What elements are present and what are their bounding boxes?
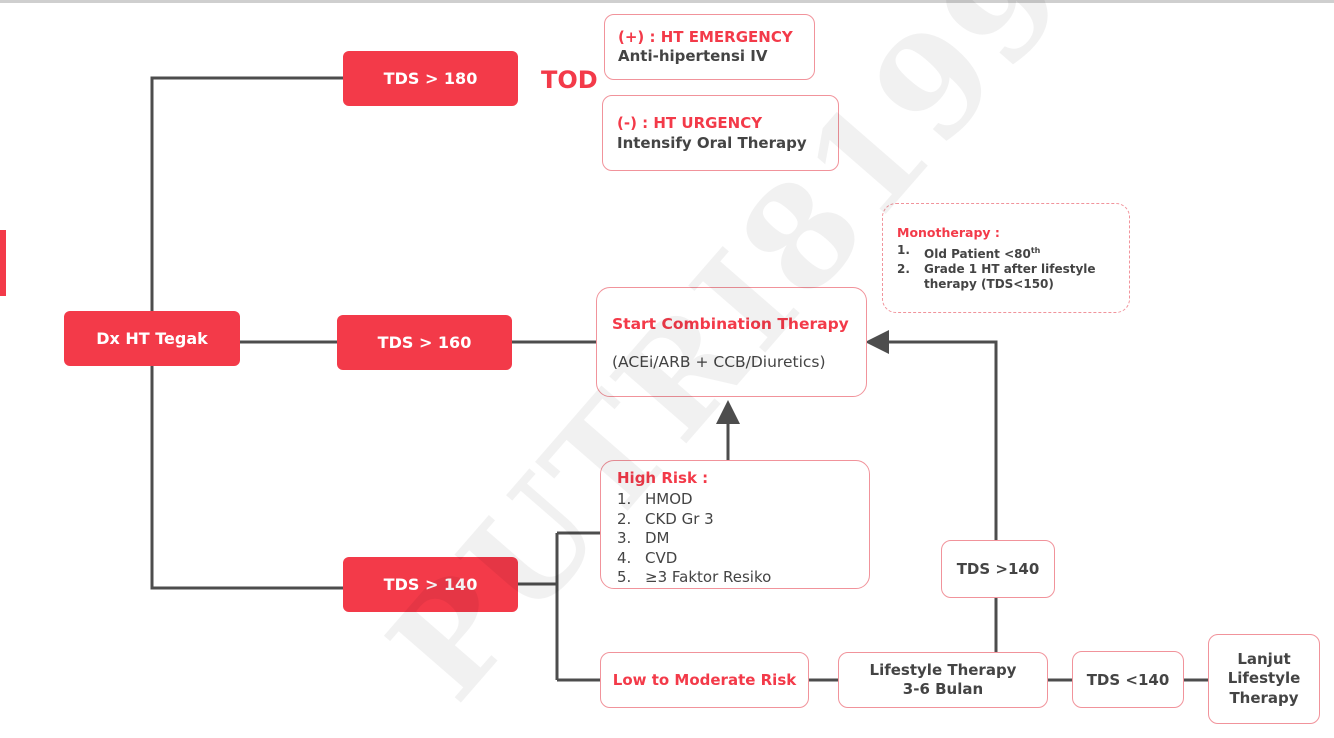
lifestyle-therapy-line1: Lifestyle Therapy: [869, 661, 1017, 679]
monotherapy-item: 2. Grade 1 HT after lifestyle therapy (T…: [897, 262, 1096, 291]
tod-label: TOD: [541, 66, 598, 94]
high-risk-title: High Risk :: [617, 469, 709, 487]
high-risk-item: 4.CVD: [617, 548, 678, 567]
sidebar-accent-bar: [0, 230, 6, 296]
node-high-risk: High Risk : 1.HMOD 2.CKD Gr 3 3.DM 4.CVD…: [600, 460, 870, 589]
node-lanjut-lifestyle-therapy: Lanjut Lifestyle Therapy: [1208, 634, 1320, 724]
lanjut-line3: Therapy: [1229, 688, 1299, 707]
combination-body: (ACEi/ARB + CCB/Diuretics): [612, 353, 826, 371]
node-low-moderate-risk: Low to Moderate Risk: [600, 652, 809, 708]
node-start-combination-therapy: Start Combination Therapy (ACEi/ARB + CC…: [596, 287, 867, 397]
connector-root-to-tds180: [150, 76, 344, 311]
node-tds-160: TDS > 160: [337, 315, 512, 370]
node-ht-urgency: (-) : HT URGENCY Intensify Oral Therapy: [602, 95, 839, 171]
monotherapy-note: Monotherapy : 1. Old Patient <80th 2. Gr…: [882, 203, 1130, 313]
node-tds-140: TDS > 140: [343, 557, 518, 612]
combination-title: Start Combination Therapy: [612, 315, 849, 333]
low-moderate-risk-label: Low to Moderate Risk: [612, 671, 797, 689]
tds-gt-140-label: TDS >140: [956, 560, 1040, 578]
monotherapy-title: Monotherapy :: [897, 225, 1000, 240]
ht-emergency-body: Anti-hipertensi IV: [618, 47, 768, 65]
high-risk-item: 2.CKD Gr 3: [617, 509, 714, 528]
lifestyle-therapy-line2: 3-6 Bulan: [902, 680, 984, 698]
ht-urgency-title: (-) : HT URGENCY: [617, 114, 763, 132]
connector-root-to-tds140: [150, 366, 344, 590]
high-risk-item: 1.HMOD: [617, 490, 693, 508]
node-ht-emergency: (+) : HT EMERGENCY Anti-hipertensi IV: [604, 14, 815, 80]
arrow-tds-gt140-to-combination: [865, 330, 998, 540]
node-dx-ht-tegak-label: Dx HT Tegak: [96, 329, 208, 348]
ht-emergency-title: (+) : HT EMERGENCY: [618, 28, 793, 46]
node-tds-180: TDS > 180: [343, 51, 518, 106]
node-dx-ht-tegak: Dx HT Tegak: [64, 311, 240, 366]
monotherapy-list: 1. Old Patient <80th 2. Grade 1 HT after…: [897, 243, 1129, 292]
node-tds-160-label: TDS > 160: [377, 333, 472, 352]
node-tds-gt-140: TDS >140: [941, 540, 1055, 598]
high-risk-item: 3.DM: [617, 529, 670, 547]
node-lifestyle-therapy: Lifestyle Therapy 3-6 Bulan: [838, 652, 1048, 708]
lanjut-line1: Lanjut: [1237, 649, 1291, 668]
node-tds-180-label: TDS > 180: [383, 69, 478, 88]
ht-urgency-body: Intensify Oral Therapy: [617, 134, 807, 152]
lanjut-line2: Lifestyle: [1227, 669, 1301, 688]
high-risk-item: 5.≥3 Faktor Resiko: [617, 568, 772, 586]
monotherapy-item: 1. Old Patient <80th: [897, 243, 1041, 261]
node-tds-140-label: TDS > 140: [383, 575, 478, 594]
top-divider: [0, 0, 1334, 3]
high-risk-list: 1.HMOD 2.CKD Gr 3 3.DM 4.CVD 5.≥3 Faktor…: [617, 490, 869, 588]
tds-lt-140-label: TDS <140: [1086, 670, 1170, 689]
node-tds-lt-140: TDS <140: [1072, 651, 1184, 708]
